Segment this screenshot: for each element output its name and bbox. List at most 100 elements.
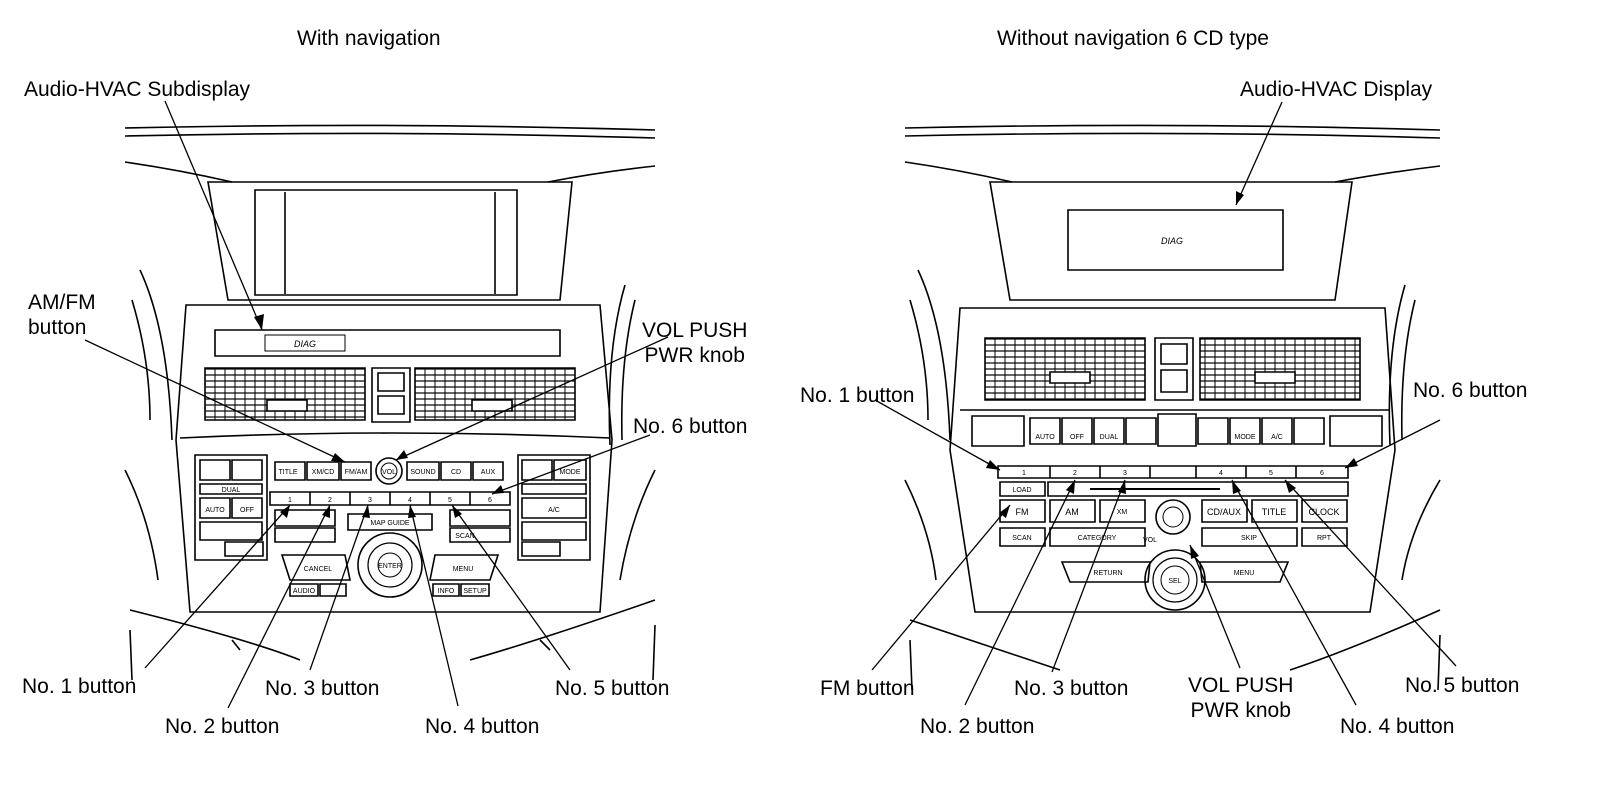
seek-rocker-left[interactable] xyxy=(275,510,335,526)
sound-button[interactable] xyxy=(407,462,439,480)
skip-rocker[interactable] xyxy=(1202,528,1297,546)
label-audio-hvac-display: Audio-HVAC Display xyxy=(1240,78,1433,101)
skip-label: SKIP xyxy=(1241,535,1257,542)
skip-rocker-right[interactable] xyxy=(450,510,510,526)
right-air-vent-right-unit xyxy=(1200,338,1360,400)
passenger-temp-rocker[interactable] xyxy=(1330,416,1382,446)
interface-dial[interactable] xyxy=(358,533,422,597)
mode-label: MODE xyxy=(560,469,581,476)
ac-max-button[interactable] xyxy=(522,460,552,480)
fan-rocker-right[interactable] xyxy=(522,522,586,540)
sel-label: SEL xyxy=(1168,578,1181,585)
fan-rocker[interactable] xyxy=(1158,414,1196,446)
vol-push-pwr-knob[interactable] xyxy=(376,458,402,484)
load-label: LOAD xyxy=(1012,487,1031,494)
info-button[interactable] xyxy=(433,584,459,596)
title-button-right[interactable] xyxy=(1252,500,1297,522)
label-am-fm-button: AM/FM button xyxy=(28,291,96,339)
preset-2-label: 2 xyxy=(328,497,332,504)
audio-button[interactable] xyxy=(290,584,318,596)
label-vol-push-pwr-knob-right: VOL PUSH PWR knob xyxy=(1188,674,1294,722)
selector-knob[interactable] xyxy=(1145,550,1205,610)
preset-3-label: 3 xyxy=(368,497,372,504)
label-no6-button: No. 6 button xyxy=(633,415,748,438)
scan-label: SCAN xyxy=(455,533,474,540)
audio-hvac-display xyxy=(1068,210,1283,270)
menu-label: MENU xyxy=(453,566,474,573)
dual-button-right[interactable] xyxy=(1094,418,1124,444)
am-fm-button[interactable] xyxy=(341,462,371,480)
xm-button[interactable] xyxy=(1100,500,1145,522)
fan-button-left[interactable] xyxy=(225,542,263,556)
scan-button[interactable] xyxy=(1000,528,1045,546)
auto-button[interactable] xyxy=(200,498,230,518)
preset-4-label: 4 xyxy=(408,497,412,504)
navigation-unit-lettering: TITLE XM/CD FM/AM VOL SOUND CD AUX MODE … xyxy=(205,339,580,595)
xm-cd-button[interactable] xyxy=(307,462,339,480)
cd-aux-button[interactable] xyxy=(1202,500,1247,522)
menu-button[interactable] xyxy=(430,555,498,580)
rear-defrost-right[interactable] xyxy=(1198,418,1228,444)
fm-label: FM xyxy=(1016,507,1029,517)
front-defrost-right[interactable] xyxy=(1294,418,1324,444)
load-button[interactable] xyxy=(1000,482,1045,496)
tune-rocker-left[interactable] xyxy=(275,528,335,542)
clock-button[interactable] xyxy=(1302,500,1347,522)
ac-button[interactable] xyxy=(522,498,586,518)
left-air-vent xyxy=(205,368,365,420)
non-navigation-unit xyxy=(905,125,1440,690)
scan-rpt-right[interactable] xyxy=(450,528,510,542)
preset-strip-right xyxy=(998,466,1348,478)
mode-button-right[interactable] xyxy=(1230,418,1260,444)
dashboard-edge xyxy=(125,125,655,130)
cd-button[interactable] xyxy=(441,462,471,480)
off-button-right[interactable] xyxy=(1062,418,1092,444)
left-air-vent-right-unit xyxy=(985,338,1145,400)
sound-label: SOUND xyxy=(410,469,435,476)
category-label: CATEGORY xyxy=(1078,535,1117,542)
preset-1-label: 1 xyxy=(288,497,292,504)
return-button[interactable] xyxy=(1062,562,1150,582)
navigation-arrowheads xyxy=(254,314,504,518)
rpt-label: RPT xyxy=(1317,535,1332,542)
cancel-button[interactable] xyxy=(282,555,350,580)
label-no4-button-right: No. 4 button xyxy=(1340,715,1455,738)
driver-temp-rocker[interactable] xyxy=(972,416,1024,446)
am-button[interactable] xyxy=(1050,500,1095,522)
recirc-button[interactable] xyxy=(522,542,560,556)
preset-6-label-right: 6 xyxy=(1320,470,1324,477)
off-label-right: OFF xyxy=(1070,434,1084,441)
map-guide-bar[interactable] xyxy=(348,514,432,530)
audio-hvac-subdisplay xyxy=(215,330,560,356)
recirc-button-right[interactable] xyxy=(1126,418,1156,444)
menu-label-right: MENU xyxy=(1234,570,1255,577)
off-button[interactable] xyxy=(232,498,262,518)
xm-label: XM xyxy=(1117,509,1128,516)
menu-button-right[interactable] xyxy=(1200,562,1288,582)
display-housing xyxy=(990,182,1352,300)
fm-button[interactable] xyxy=(1000,500,1045,522)
navi-voice-button[interactable] xyxy=(320,584,346,596)
title-button[interactable] xyxy=(275,462,305,480)
rpt-button[interactable] xyxy=(1302,528,1347,546)
aux-button[interactable] xyxy=(473,462,503,480)
auto-button-right[interactable] xyxy=(1030,418,1060,444)
preset-3-label-right: 3 xyxy=(1123,470,1127,477)
temp-rocker-left[interactable] xyxy=(200,522,262,540)
category-rocker[interactable] xyxy=(1050,528,1145,546)
ac-label-right: A/C xyxy=(1271,434,1283,441)
ac-label: A/C xyxy=(548,507,560,514)
ac-button-right[interactable] xyxy=(1262,418,1292,444)
cd-label: CD xyxy=(451,469,461,476)
rear-defrost-button[interactable] xyxy=(200,460,230,480)
heading-with-navigation: With navigation xyxy=(297,27,441,50)
mode-button[interactable] xyxy=(554,460,586,480)
am-label: AM xyxy=(1065,507,1079,517)
vol-label: VOL xyxy=(382,469,396,476)
vol-push-pwr-knob-right[interactable] xyxy=(1156,500,1190,534)
dual-button[interactable] xyxy=(200,484,262,494)
front-defrost-button[interactable] xyxy=(232,460,262,480)
setup-button[interactable] xyxy=(461,584,489,596)
xm-cd-label: XM/CD xyxy=(312,469,335,476)
